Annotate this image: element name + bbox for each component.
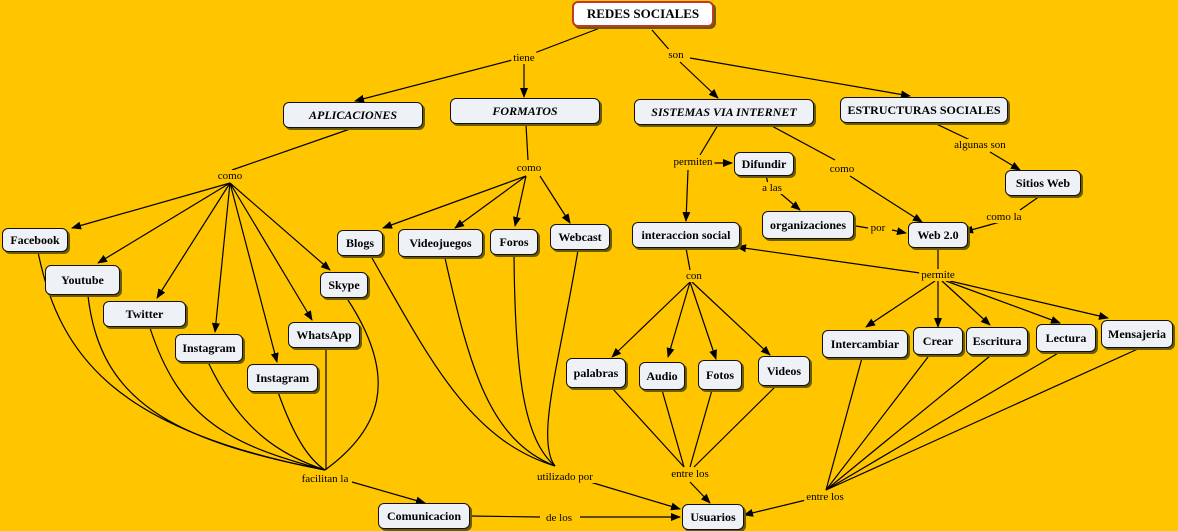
node-sistemas-via-internet[interactable]: SISTEMAS VIA INTERNET [634,99,814,125]
node-formatos[interactable]: FORMATOS [450,98,600,124]
node-difundir[interactable]: Difundir [734,152,794,176]
link-label-entre-los: entre los [669,468,711,480]
node-whatsapp[interactable]: WhatsApp [288,322,360,348]
link-label-como-formatos: como [514,162,544,174]
link-label-tiene: tiene [511,52,537,64]
link-label-por: por [868,222,888,234]
node-aplicaciones[interactable]: APLICACIONES [283,102,423,128]
node-usuarios[interactable]: Usuarios [682,504,744,530]
link-label-son: son [666,49,686,61]
link-label-como-sistemas: como [827,163,857,175]
link-label-permiten: permiten [671,156,715,168]
node-fotos[interactable]: Fotos [698,360,742,390]
node-foros[interactable]: Foros [490,229,538,255]
node-crear[interactable]: Crear [913,327,963,355]
node-videojuegos[interactable]: Videojuegos [398,229,483,257]
link-label-a-las: a las [760,182,784,194]
node-intercambiar[interactable]: Intercambiar [822,330,908,358]
node-youtube[interactable]: Youtube [45,265,120,295]
node-redes-sociales[interactable]: REDES SOCIALES [572,1,714,27]
link-label-con: con [684,270,704,282]
link-label-utilizado-por: utilizado por [535,471,595,483]
node-twitter[interactable]: Twitter [103,301,186,327]
node-palabras[interactable]: palabras [566,358,626,388]
node-estructuras-sociales[interactable]: ESTRUCTURAS SOCIALES [840,97,1008,123]
node-blogs[interactable]: Blogs [337,230,383,256]
link-label-como-la: como la [984,211,1024,223]
node-lectura[interactable]: Lectura [1036,324,1096,352]
node-mensajeria[interactable]: Mensajeria [1101,320,1173,348]
node-instagram-2[interactable]: Instagram [247,364,318,392]
node-webcast[interactable]: Webcast [550,224,610,250]
node-organizaciones[interactable]: organizaciones [762,211,854,239]
node-comunicacion[interactable]: Comunicacion [378,503,470,529]
node-sitios-web[interactable]: Sitios Web [1005,170,1081,196]
node-facebook[interactable]: Facebook [2,228,68,252]
node-escritura[interactable]: Escritura [966,327,1028,355]
node-videos[interactable]: Videos [758,356,810,386]
link-label-entre-los-2: entre los [804,491,846,503]
link-label-de-los: de los [544,512,574,524]
link-label-permite: permite [919,269,957,281]
link-label-como-apps: como [215,170,245,182]
link-label-algunas-son: algunas son [952,139,1008,151]
link-label-facilitan-la: facilitan la [299,473,351,485]
node-instagram[interactable]: Instagram [175,334,243,362]
node-audio[interactable]: Audio [639,362,685,390]
node-interaccion-social[interactable]: interaccion social [632,222,740,248]
node-skype[interactable]: Skype [320,272,368,298]
node-web-2-0[interactable]: Web 2.0 [908,222,968,248]
